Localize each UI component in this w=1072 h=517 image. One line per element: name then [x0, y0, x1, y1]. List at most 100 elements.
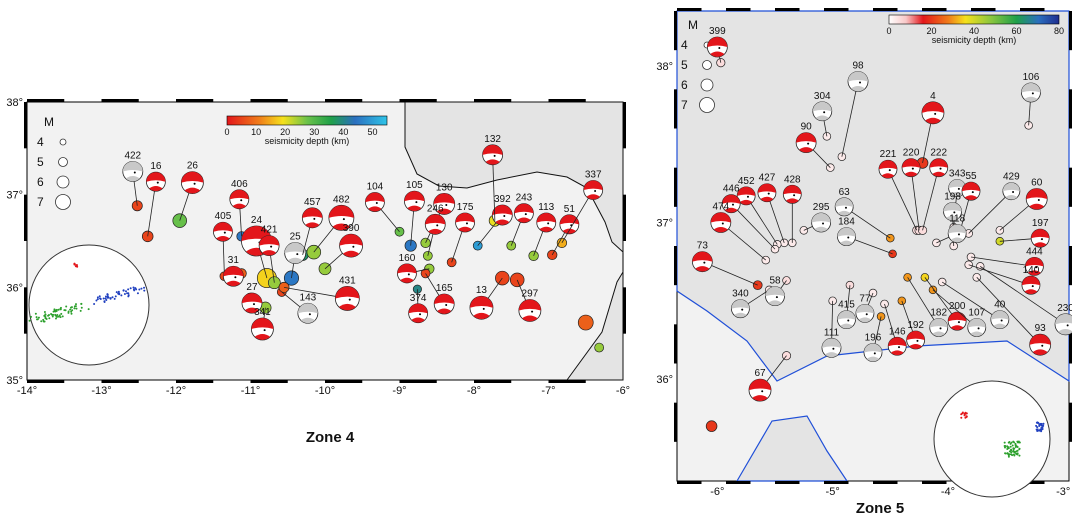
beachball-quadrant — [932, 331, 946, 337]
beachball-quadrant — [707, 37, 728, 48]
focal-mechanism-431 — [334, 286, 360, 311]
beachball-axis-dot — [407, 273, 410, 276]
stereonet-point — [75, 264, 78, 267]
event-label: 406 — [231, 179, 248, 190]
beachball-quadrant — [710, 212, 731, 223]
beachball-quadrant — [811, 213, 831, 223]
stereonet-point — [1039, 428, 1042, 431]
y-tick-label: 36° — [656, 374, 673, 386]
beachball-quadrant — [562, 228, 577, 234]
beachball-quadrant — [752, 395, 768, 401]
colorbar-title: seismicity depth (km) — [932, 35, 1017, 45]
stereonet-point — [52, 313, 55, 316]
frame-tick — [548, 99, 586, 102]
stereonet-point — [1010, 448, 1013, 451]
magnitude-legend-circle — [700, 78, 714, 92]
magnitude-legend-value: 4 — [37, 135, 44, 149]
beachball-quadrant — [1005, 194, 1018, 200]
connector-line — [976, 277, 1041, 345]
stereonet-point — [95, 299, 98, 302]
beachball-axis-dot — [741, 308, 744, 311]
beachball-quadrant — [368, 206, 382, 212]
beachball-axis-dot — [296, 253, 299, 256]
beachball-quadrant — [814, 226, 828, 232]
frame-tick — [677, 481, 702, 484]
frame-tick — [1069, 402, 1072, 442]
beachball-quadrant — [906, 331, 925, 340]
focal-mechanism-230 — [1054, 313, 1072, 336]
stereonet-point — [143, 286, 146, 289]
focal-mechanism-341 — [251, 317, 274, 341]
stereonet-point — [50, 313, 53, 316]
stereonet-point — [111, 296, 114, 299]
beachball-quadrant — [262, 250, 277, 256]
beachball-axis-dot — [807, 142, 810, 145]
event-label: 111 — [824, 327, 840, 338]
stereonet-point — [127, 294, 130, 297]
colorbar-tick-label: 40 — [338, 127, 348, 137]
focal-mechanism-304 — [812, 101, 833, 122]
frame-tick — [873, 8, 898, 11]
focal-mechanism-200 — [947, 311, 967, 331]
connector-line — [561, 189, 594, 244]
frame-tick — [674, 324, 677, 364]
beachball-axis-dot — [934, 112, 937, 115]
depth-colorbar — [888, 14, 1060, 25]
beachball-axis-dot — [419, 313, 422, 316]
beachball-quadrant — [925, 117, 941, 124]
focal-mechanism-198 — [943, 202, 962, 221]
event-label: 200 — [949, 301, 966, 312]
magnitude-legend-circle — [56, 175, 70, 189]
focal-mechanism-452 — [736, 186, 756, 206]
beachball-quadrant — [332, 223, 351, 231]
frame-tick — [824, 8, 849, 11]
stereonet-point — [71, 309, 74, 312]
frame-tick — [873, 481, 898, 484]
event-label: 452 — [738, 176, 755, 187]
x-tick-label: -10° — [315, 385, 335, 397]
frame-tick — [1069, 324, 1072, 364]
beachball-axis-dot — [415, 201, 418, 204]
beachball-quadrant — [812, 101, 832, 112]
beachball-quadrant — [835, 197, 854, 207]
event-label: 196 — [865, 333, 882, 344]
beachball-quadrant — [904, 171, 918, 177]
colorbar-tick-label: 20 — [280, 127, 290, 137]
beachball-quadrant — [821, 338, 841, 348]
focal-mechanism-446 — [721, 194, 741, 214]
focal-mechanism-196 — [863, 343, 883, 362]
beachball-quadrant — [455, 212, 475, 223]
stereonet-point — [47, 314, 50, 317]
stereonet-point — [113, 297, 116, 300]
stereonet-circle — [28, 244, 150, 366]
beachball-axis-dot — [775, 296, 778, 299]
event-label: 105 — [406, 180, 423, 191]
event-label: 446 — [723, 184, 740, 195]
beachball-quadrant — [948, 179, 966, 189]
stereonet-point — [1036, 426, 1039, 429]
beachball-quadrant — [284, 242, 306, 254]
beachball-axis-dot — [524, 213, 527, 216]
beachball-quadrant — [1033, 242, 1047, 248]
stereonet-point — [65, 305, 68, 308]
beachball-axis-dot — [1031, 285, 1034, 288]
event-label: 26 — [187, 161, 199, 172]
epicenter-dot — [577, 314, 594, 331]
beachball-quadrant — [146, 172, 166, 182]
event-label: 77 — [859, 293, 871, 304]
beachball-axis-dot — [1000, 319, 1003, 322]
beachball-axis-dot — [375, 202, 378, 205]
frame-tick — [674, 167, 677, 207]
stereonet-point — [59, 306, 62, 309]
beachball-quadrant — [858, 317, 872, 323]
epicenter-dot — [937, 277, 947, 287]
beachball-quadrant — [297, 303, 318, 314]
beachball-quadrant — [485, 159, 500, 165]
event-label: 93 — [1035, 323, 1047, 334]
frame-tick — [399, 99, 437, 102]
stereonet-point — [126, 292, 129, 295]
focal-mechanism-60 — [1025, 188, 1048, 210]
beachball-quadrant — [713, 227, 728, 233]
beachball-quadrant — [785, 198, 799, 204]
